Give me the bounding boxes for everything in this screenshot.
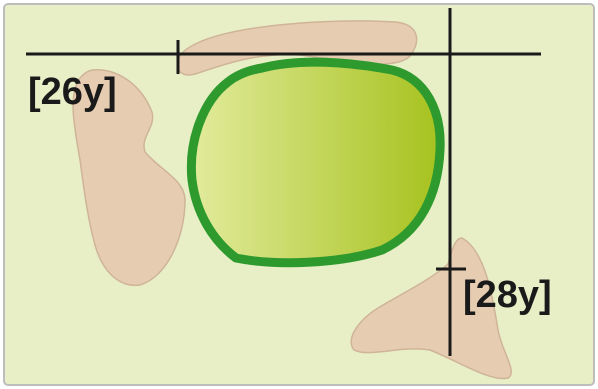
yardage-label-right: [28y] bbox=[463, 274, 552, 316]
putting-green bbox=[191, 62, 440, 263]
yardage-label-top: [26y] bbox=[28, 71, 117, 113]
